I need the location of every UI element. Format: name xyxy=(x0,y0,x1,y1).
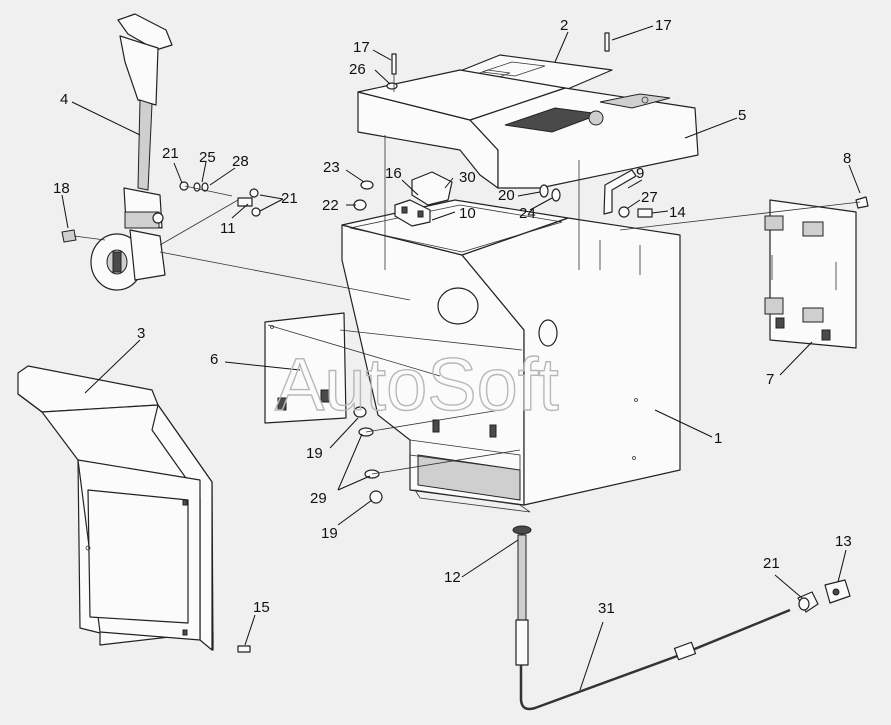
part-cable xyxy=(512,525,851,711)
callout-13: 13 xyxy=(835,533,852,550)
part-bracket xyxy=(603,169,637,215)
callout-22: 22 xyxy=(322,197,339,214)
part-panel-shell xyxy=(357,69,699,189)
callout-10: 10 xyxy=(459,205,476,222)
part-lever xyxy=(61,13,173,291)
callout-26: 26 xyxy=(349,61,366,78)
callout-1: 1 xyxy=(714,430,722,447)
callout-11: 11 xyxy=(220,220,236,237)
callout-2: 2 xyxy=(560,17,568,34)
callout-4: 4 xyxy=(60,91,68,108)
callout-28: 28 xyxy=(232,153,249,170)
callout-21-pin: 21 xyxy=(281,190,298,207)
callout-labels: 1 2 3 4 5 6 7 8 9 10 11 12 13 14 15 16 1… xyxy=(53,17,852,617)
callout-25: 25 xyxy=(199,149,216,166)
callout-16: 16 xyxy=(385,165,402,182)
callout-8: 8 xyxy=(843,150,851,167)
callout-24: 24 xyxy=(519,205,536,222)
part-front-door xyxy=(17,365,214,651)
callout-9: 9 xyxy=(636,165,644,182)
leader-lines xyxy=(61,25,861,691)
callout-12: 12 xyxy=(444,569,461,586)
callout-15: 15 xyxy=(253,599,270,616)
part-side-panel xyxy=(264,312,347,424)
callout-20: 20 xyxy=(498,187,515,204)
callout-21-cable: 21 xyxy=(763,555,780,572)
callout-21-lever: 21 xyxy=(162,145,179,162)
watermark-text: AutoSoft xyxy=(275,343,559,426)
callout-31: 31 xyxy=(598,600,615,617)
callout-30: 30 xyxy=(459,169,476,186)
callout-3: 3 xyxy=(137,325,145,342)
callout-17-left: 17 xyxy=(353,39,370,56)
callout-18: 18 xyxy=(53,180,70,197)
callout-17-right: 17 xyxy=(655,17,672,34)
callout-23: 23 xyxy=(323,159,340,176)
callout-19-upper: 19 xyxy=(306,445,323,462)
callout-27: 27 xyxy=(641,189,658,206)
part-rear-panel xyxy=(764,199,857,349)
assembly-lines xyxy=(73,75,861,475)
part-blocks xyxy=(394,171,453,227)
callout-6: 6 xyxy=(210,351,218,368)
callout-29: 29 xyxy=(310,490,327,507)
callout-14: 14 xyxy=(669,204,686,221)
callout-7: 7 xyxy=(766,371,774,388)
callout-5: 5 xyxy=(738,107,746,124)
callout-19-lower: 19 xyxy=(321,525,338,542)
